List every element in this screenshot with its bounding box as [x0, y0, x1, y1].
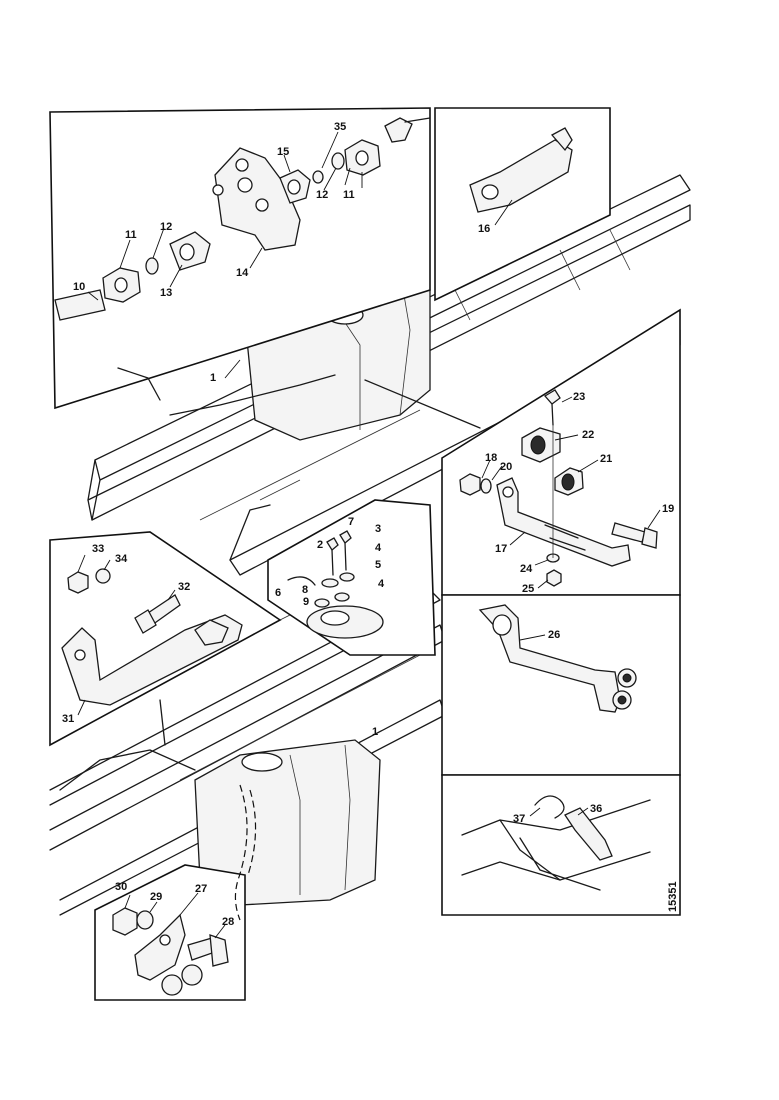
callout-30: 30: [115, 881, 127, 893]
callout-12: 12: [160, 221, 172, 233]
callout-1-lower: 1: [372, 726, 378, 738]
detail-panel-clip: [434, 107, 611, 302]
callout-6: 6: [275, 587, 281, 599]
callout-25: 25: [522, 583, 534, 595]
hose-routing-line: [234, 784, 248, 921]
leader-lines: [77, 131, 661, 939]
callout-14: 14: [236, 267, 249, 279]
callout-34: 34: [115, 553, 128, 565]
detail-panel-support-bracket: [441, 594, 681, 776]
callout-21: 21: [600, 453, 612, 465]
callout-11-right: 11: [343, 189, 355, 201]
callout-labels: 10 11 12 13 14 15 35 12 11 16 1 23 22 21…: [62, 121, 679, 928]
drawing-code: 15351: [667, 881, 679, 912]
callout-5: 5: [375, 559, 381, 571]
callout-33: 33: [92, 543, 104, 555]
callout-35: 35: [334, 121, 346, 133]
callout-4-lower: 4: [378, 578, 385, 590]
detail-panel-clamp-left: [49, 531, 282, 747]
callout-31: 31: [62, 713, 74, 725]
callout-20: 20: [500, 461, 512, 473]
detail-panel-clamp-bottom: [94, 864, 246, 1001]
callout-24: 24: [520, 563, 533, 575]
callout-13: 13: [160, 287, 172, 299]
callout-22: 22: [582, 429, 594, 441]
callout-10: 10: [73, 281, 85, 293]
callout-12-right: 12: [316, 189, 328, 201]
callout-7: 7: [348, 516, 354, 528]
callout-8: 8: [302, 584, 308, 596]
callout-23: 23: [573, 391, 585, 403]
detail-panel-fuel-fittings: [49, 107, 431, 410]
detail-panel-hose-clip: [441, 774, 681, 916]
callout-9: 9: [303, 596, 309, 608]
callout-1-upper: 1: [210, 372, 216, 384]
callout-32: 32: [178, 581, 190, 593]
callout-4: 4: [375, 542, 382, 554]
callout-37: 37: [513, 813, 525, 825]
callout-27: 27: [195, 883, 207, 895]
detail-panel-tank-sender: [267, 499, 436, 656]
callout-19: 19: [662, 503, 674, 515]
hose-routing-line-2: [247, 789, 257, 876]
detail-panel-bracket-assembly: [441, 308, 681, 596]
callout-3: 3: [375, 523, 381, 535]
callout-18: 18: [485, 452, 497, 464]
callout-28: 28: [222, 916, 234, 928]
callout-16: 16: [478, 223, 490, 235]
callout-15: 15: [277, 146, 289, 158]
callout-29: 29: [150, 891, 162, 903]
fuel-tank-lower: [59, 699, 381, 906]
callout-17: 17: [495, 543, 507, 555]
callout-36: 36: [590, 803, 602, 815]
callout-11: 11: [125, 229, 137, 241]
callout-2: 2: [317, 539, 323, 551]
callout-26: 26: [548, 629, 560, 641]
